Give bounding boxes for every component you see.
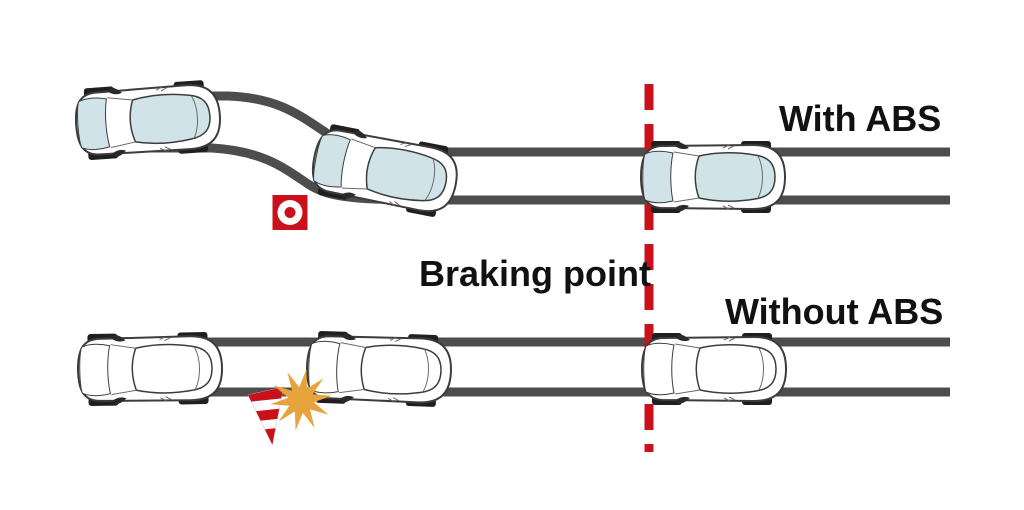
obstacle-marker-icon bbox=[272, 195, 308, 230]
braking-point-label: Braking point bbox=[419, 253, 651, 294]
car-without-abs-stopped bbox=[76, 330, 224, 408]
tire-tracks-without-abs bbox=[148, 337, 950, 397]
car-without-abs-at-braking-point bbox=[641, 332, 787, 406]
car-with-abs-steering bbox=[306, 120, 464, 222]
car-with-abs-swerved bbox=[72, 78, 224, 162]
without-abs-label: Without ABS bbox=[725, 291, 944, 332]
car-with-abs-at-braking-point bbox=[640, 140, 786, 214]
with-abs-label: With ABS bbox=[779, 98, 942, 139]
crash-burst-icon bbox=[270, 369, 332, 431]
